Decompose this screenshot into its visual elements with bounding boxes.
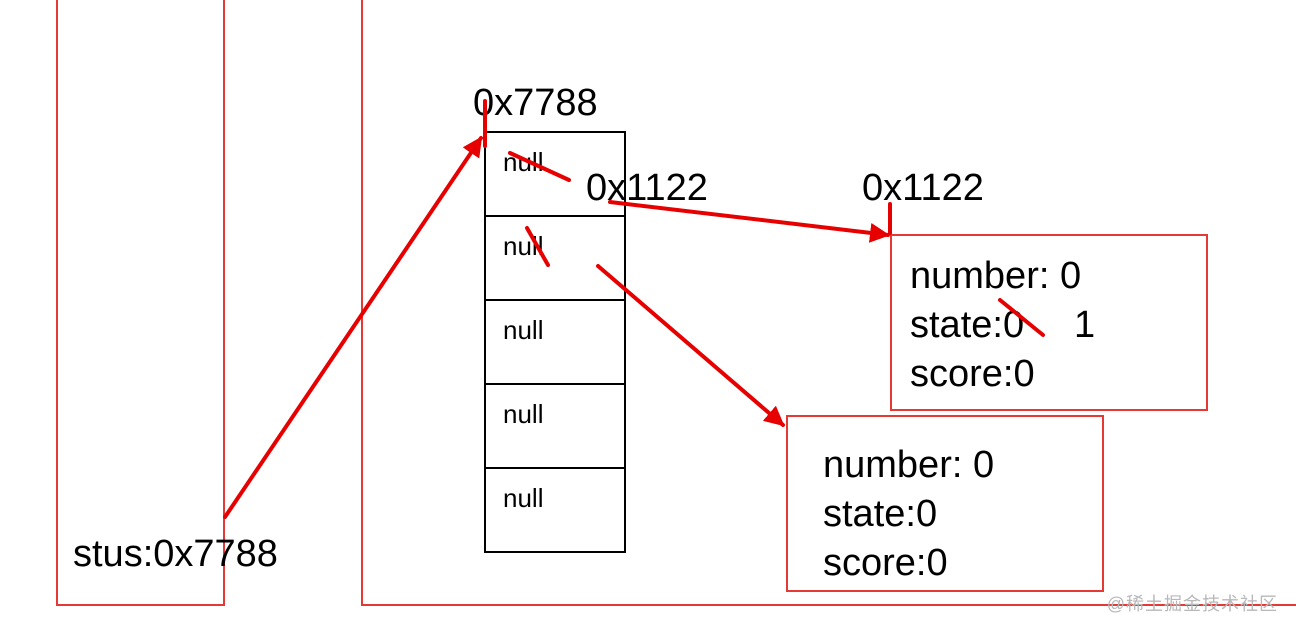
array-cell: null	[486, 301, 624, 385]
stus-to-array-arrow	[223, 136, 483, 519]
cell0-to-object-a-arrow	[608, 200, 890, 243]
array-cell-value: null	[503, 315, 544, 345]
cell1-to-object-b-arrow	[596, 264, 785, 427]
cell1-null-strike	[525, 226, 550, 267]
array-cell: null	[486, 385, 624, 469]
array-address-label: 0x7788	[473, 82, 598, 124]
field-score: score:0	[823, 542, 948, 584]
heap-frame	[361, 0, 1296, 606]
student-object-b: number: 0 state:0 score:0	[786, 415, 1104, 592]
student-object-a: number: 0 state:0 1 score:0	[890, 234, 1208, 411]
stack-variable-label: stus:0x7788	[73, 533, 278, 575]
field-state: state:0	[910, 304, 1025, 346]
array-cell: null	[486, 469, 624, 553]
cell-reference-label: 0x1122	[586, 167, 708, 209]
field-number: number: 0	[910, 255, 1082, 297]
object-address-label: 0x1122	[862, 167, 984, 209]
field-score: score:0	[910, 353, 1035, 395]
stack-frame	[56, 0, 225, 606]
field-state: state:0	[823, 493, 938, 535]
watermark: @稀土掘金技术社区	[1106, 594, 1278, 614]
array-cell-value: null	[503, 483, 544, 513]
field-state-new-value: 1	[1074, 304, 1096, 346]
field-number: number: 0	[823, 444, 995, 486]
array-cell-value: null	[503, 399, 544, 429]
state-value-strike	[998, 298, 1045, 337]
cell0-null-strike	[508, 151, 571, 182]
